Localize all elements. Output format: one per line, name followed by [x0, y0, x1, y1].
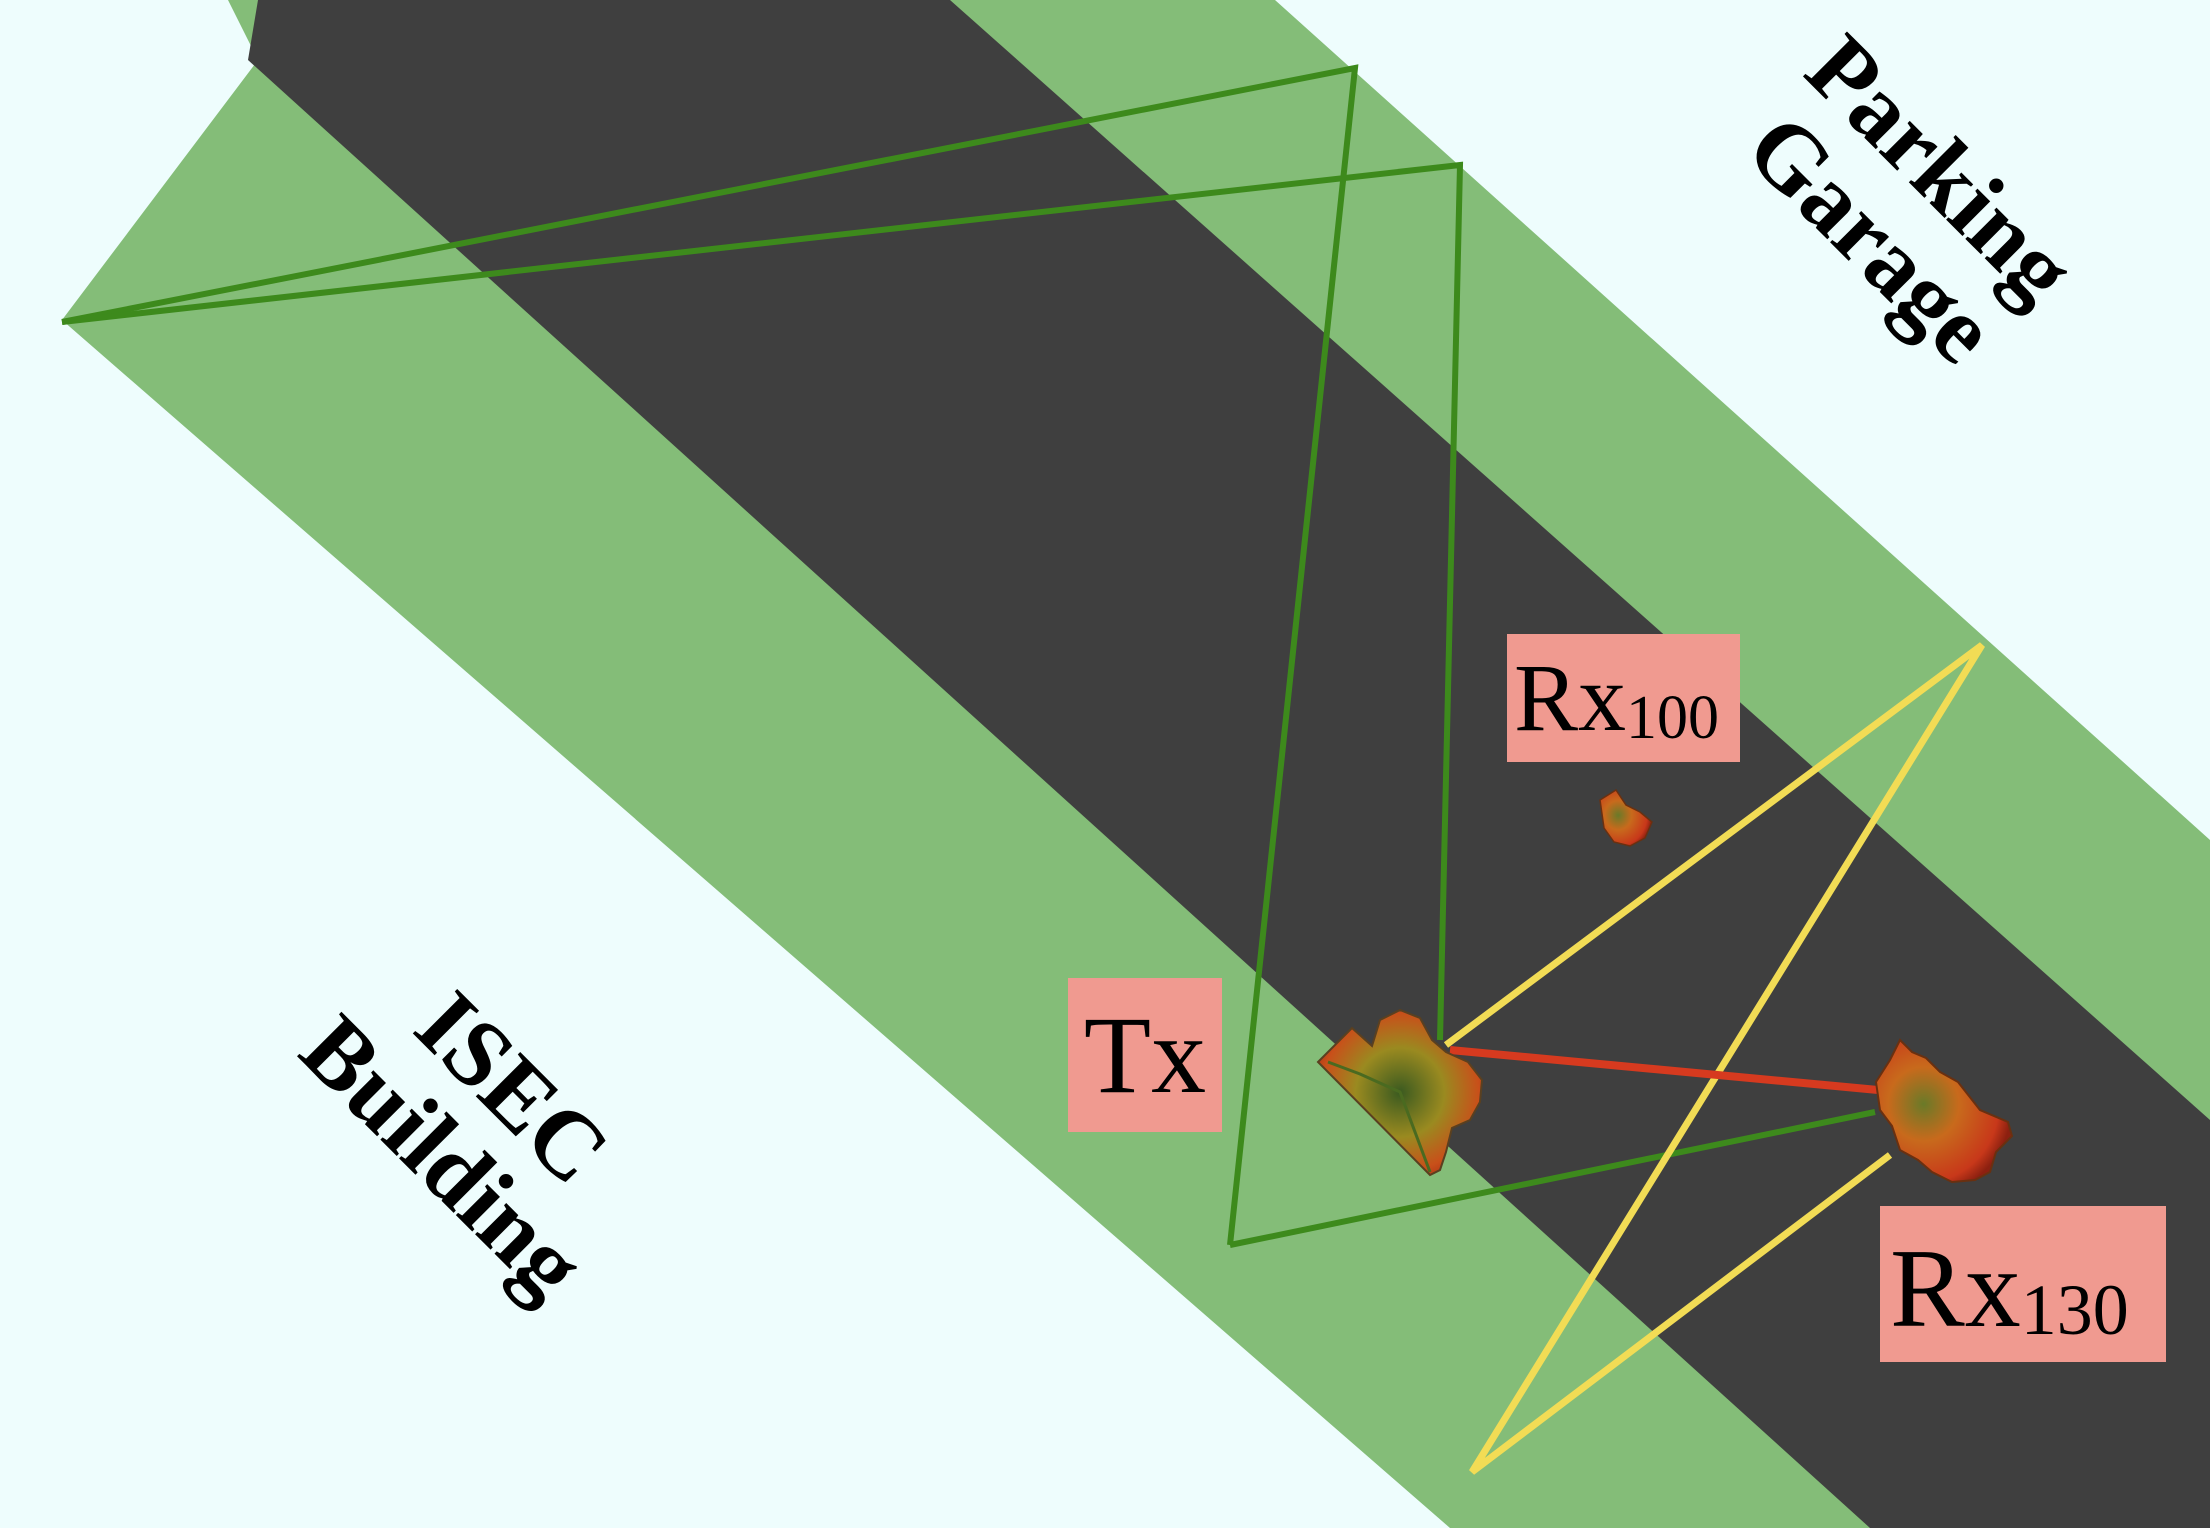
ray-path-green-3: [1229, 1109, 1876, 1248]
rx130-label-sub: 130: [2021, 1270, 2129, 1350]
tx-label-text: Tx: [1084, 994, 1206, 1116]
ray-path-los: [1449, 1046, 1879, 1094]
tx-label-box: [1068, 978, 1222, 1132]
tx-label: Tx: [1068, 978, 1222, 1132]
ray-path-yellow-1: [1443, 642, 1985, 1475]
ray-path-green-2: [61, 161, 1464, 1041]
rx130-label: Rx130: [1880, 1206, 2166, 1362]
rx100-label-box: [1507, 634, 1740, 762]
svg-text:Rx100: Rx100: [1514, 644, 1719, 752]
rx100-antenna-pattern: [1599, 788, 1653, 847]
rx100-label-main: Rx: [1514, 644, 1626, 751]
rx100-label: Rx100: [1507, 634, 1740, 762]
rx130-antenna-pattern: [1874, 1038, 2014, 1184]
rx130-label-main: Rx: [1890, 1227, 2021, 1351]
rx100-label-sub: 100: [1626, 684, 1719, 752]
ray-path-green-1: [61, 64, 1359, 1246]
tx-antenna-pattern: [1316, 1008, 1484, 1177]
svg-text:Rx130: Rx130: [1890, 1227, 2129, 1351]
rx130-label-box: [1880, 1206, 2166, 1362]
